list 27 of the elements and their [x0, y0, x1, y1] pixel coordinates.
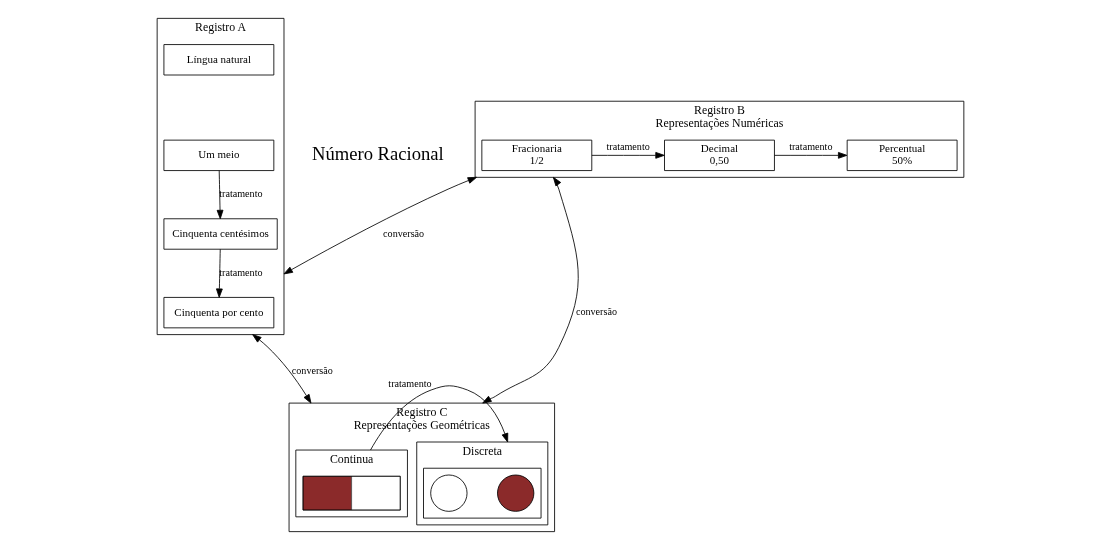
node-box: Um meio [163, 139, 274, 171]
edge-label: tratamento [788, 140, 832, 152]
edge-label: tratamento [606, 140, 650, 152]
node-circle [496, 474, 534, 512]
arrow [251, 334, 311, 404]
edge-label: tratamento [387, 378, 432, 390]
edge-label: conversão [291, 365, 333, 377]
node-box: Língua natural [163, 44, 274, 76]
arrow [773, 151, 847, 159]
arrow [481, 176, 579, 404]
node-box: Percentual 50% [846, 139, 957, 171]
node-box: Cinquenta por cento [163, 297, 274, 329]
node-box: Fracionaria 1/2 [480, 139, 592, 171]
node-box: Cinquenta centésimos [163, 218, 278, 250]
cluster: Discreta [415, 441, 548, 526]
node-box: Decimal 0,50 [663, 139, 775, 171]
arrow [283, 176, 477, 275]
arrow [590, 151, 665, 159]
cluster: Continua [294, 449, 408, 518]
arrow [216, 170, 223, 220]
edge-label: conversão [382, 227, 424, 239]
edge-label: conversão [575, 306, 617, 318]
arrow [215, 248, 223, 298]
arrow [369, 385, 508, 451]
node-circle [429, 474, 467, 512]
label: Número Racional [311, 143, 444, 165]
cluster [422, 467, 541, 519]
